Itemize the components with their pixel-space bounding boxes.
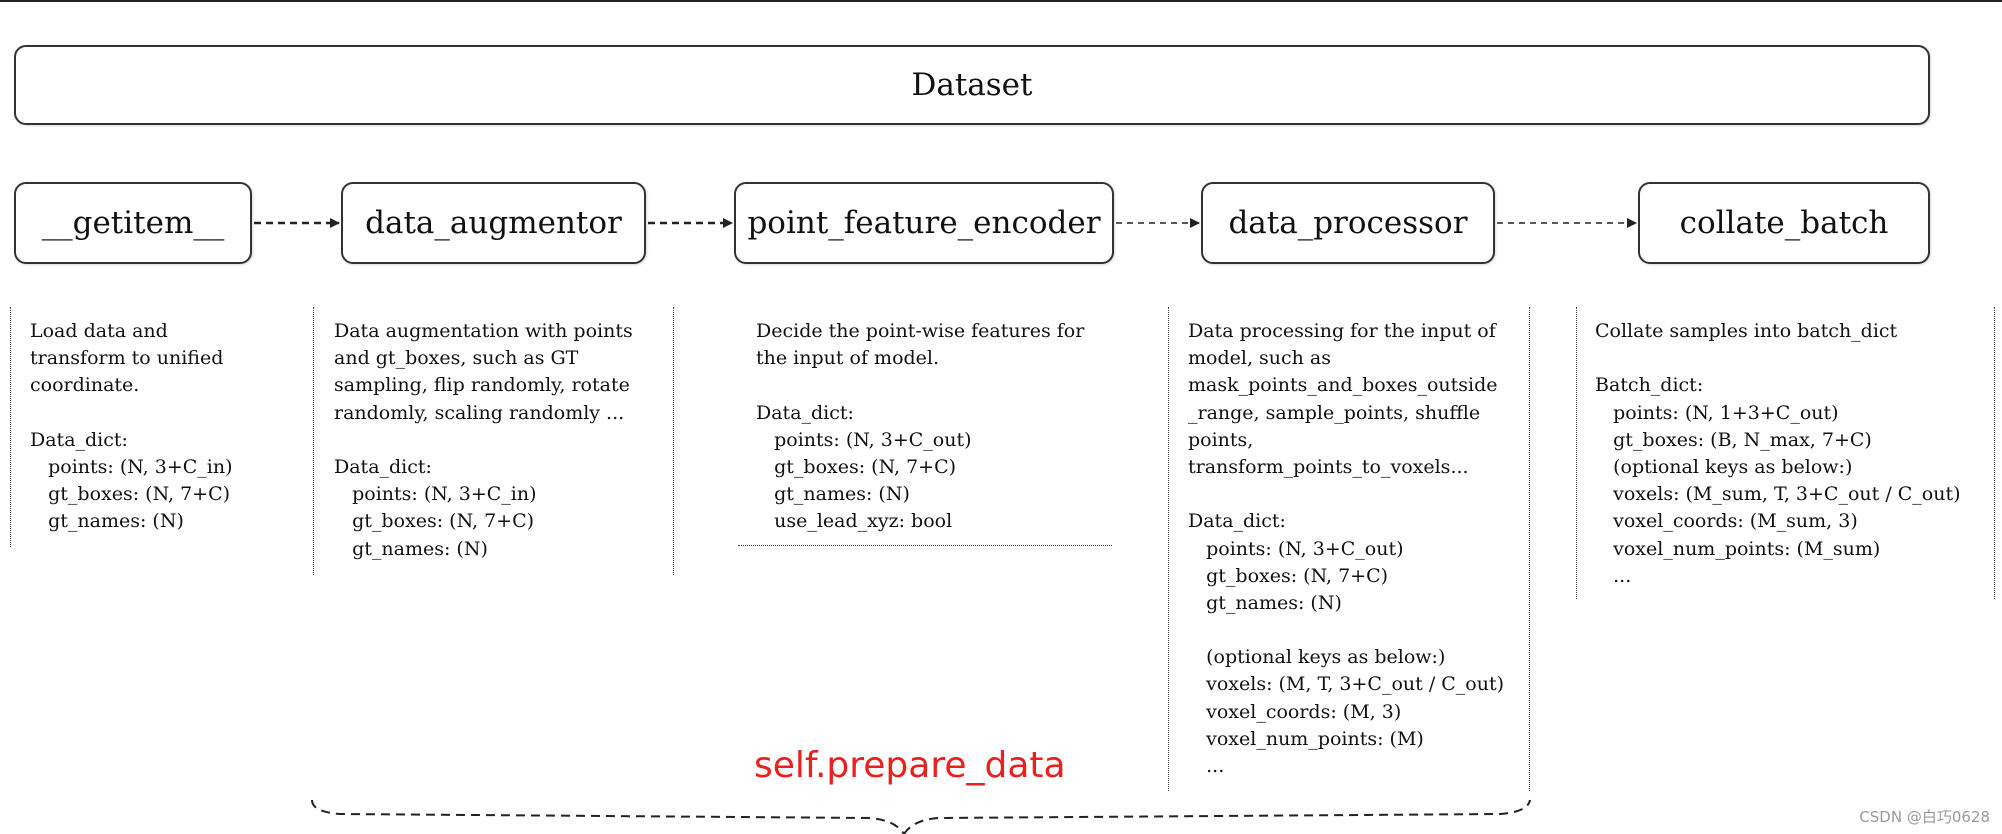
collate-batch-box: collate_batch [1638,182,1930,264]
description-line: points: (N, 3+C_out) [1188,537,1404,560]
description-line: Data_dict: [334,455,432,478]
description-line: and gt_boxes, such as GT [334,347,579,370]
separator-5 [1529,307,1530,791]
top-border-line [0,0,2002,2]
description-line: the input of model. [756,347,940,370]
description-line: Collate samples into batch_dict [1595,320,1898,342]
getitem-label: __getitem__ [41,205,225,241]
description-line: gt_boxes: (N, 7+C) [756,455,957,478]
separator-6 [1576,307,1577,599]
description-line: points: (N, 1+3+C_out) [1595,401,1839,424]
description-line: ... [1595,564,1632,587]
description-line: voxel_num_points: (M_sum) [1595,537,1881,560]
encoder-underline [738,545,1112,546]
separator-4 [1168,307,1169,791]
description-line: points: (N, 3+C_out) [756,428,972,451]
description-line [756,372,1161,399]
description-line: points, [1188,428,1254,451]
description-line: gt_boxes: (N, 7+C) [30,483,231,506]
description-line: gt_names: (N) [1188,591,1342,614]
description-line: Data_dict: [1188,510,1286,533]
description-line: use_lead_xyz: bool [756,510,953,533]
description-line: voxel_coords: (M, 3) [1188,700,1402,723]
description-line: randomly, scaling randomly ... [334,401,625,424]
prepare-data-brace [311,799,1531,834]
description-line: Data_dict: [30,428,128,451]
description-line [1188,481,1528,508]
description-line: gt_boxes: (N, 7+C) [334,510,535,533]
description-line: Data augmentation with points [334,320,633,342]
data-augmentor-label: data_augmentor [365,205,622,241]
dataset-label: Dataset [911,67,1033,103]
collate-batch-label: collate_batch [1679,205,1889,241]
description-line: model, such as [1188,347,1332,370]
description-line: ... [1188,755,1225,777]
description-line [30,400,310,427]
description-line: points: (N, 3+C_in) [334,483,537,506]
prepare-data-label: self.prepare_data [754,745,1066,786]
data-processor-description: Data processing for the input of model, s… [1188,318,1528,780]
description-line: voxels: (M_sum, T, 3+C_out / C_out) [1595,483,1961,506]
separator-3 [673,307,674,575]
separator-1 [10,307,11,547]
description-line: (optional keys as below:) [1188,646,1446,669]
description-line: Data processing for the input of [1188,320,1496,342]
description-line: mask_points_and_boxes_outside [1188,374,1498,397]
description-line: _range, sample_points, shuffle [1188,401,1481,424]
description-line: transform to unified [30,347,224,370]
description-line [1188,617,1528,644]
description-line: sampling, flip randomly, rotate [334,374,630,397]
data-augmentor-box: data_augmentor [341,182,646,264]
description-line: voxel_num_points: (M) [1188,727,1424,750]
getitem-description: Load data and transform to unified coordin… [30,318,310,536]
point-feature-encoder-description: Decide the point-wise features for the in… [756,318,1161,536]
description-line: voxels: (M, T, 3+C_out / C_out) [1188,673,1505,696]
separator-7 [1994,307,1995,599]
description-line: voxel_coords: (M_sum, 3) [1595,510,1858,533]
description-line: points: (N, 3+C_in) [30,455,233,478]
point-feature-encoder-label: point_feature_encoder [747,205,1101,241]
description-line: gt_names: (N) [30,510,184,533]
description-line: gt_names: (N) [334,537,488,560]
description-line: Data_dict: [756,401,854,424]
dataset-box: Dataset [14,45,1930,125]
separator-2 [313,307,314,575]
description-line: gt_names: (N) [756,483,910,506]
description-line: Decide the point-wise features for [756,320,1085,342]
description-line: gt_boxes: (B, N_max, 7+C) [1595,428,1872,451]
watermark: CSDN @白巧0628 [1859,808,1990,826]
description-line: coordinate. [30,374,140,397]
description-line [1595,345,1990,372]
description-line: (optional keys as below:) [1595,455,1853,478]
data-processor-box: data_processor [1201,182,1495,264]
getitem-box: __getitem__ [14,182,252,264]
description-line: transform_points_to_voxels... [1188,455,1469,478]
description-line: Batch_dict: [1595,374,1704,397]
description-line: gt_boxes: (N, 7+C) [1188,564,1389,587]
description-line: Load data and [30,320,168,342]
data-augmentor-description: Data augmentation with points and gt_boxe… [334,318,669,563]
description-line [334,427,669,454]
data-processor-label: data_processor [1228,205,1468,241]
point-feature-encoder-box: point_feature_encoder [734,182,1114,264]
